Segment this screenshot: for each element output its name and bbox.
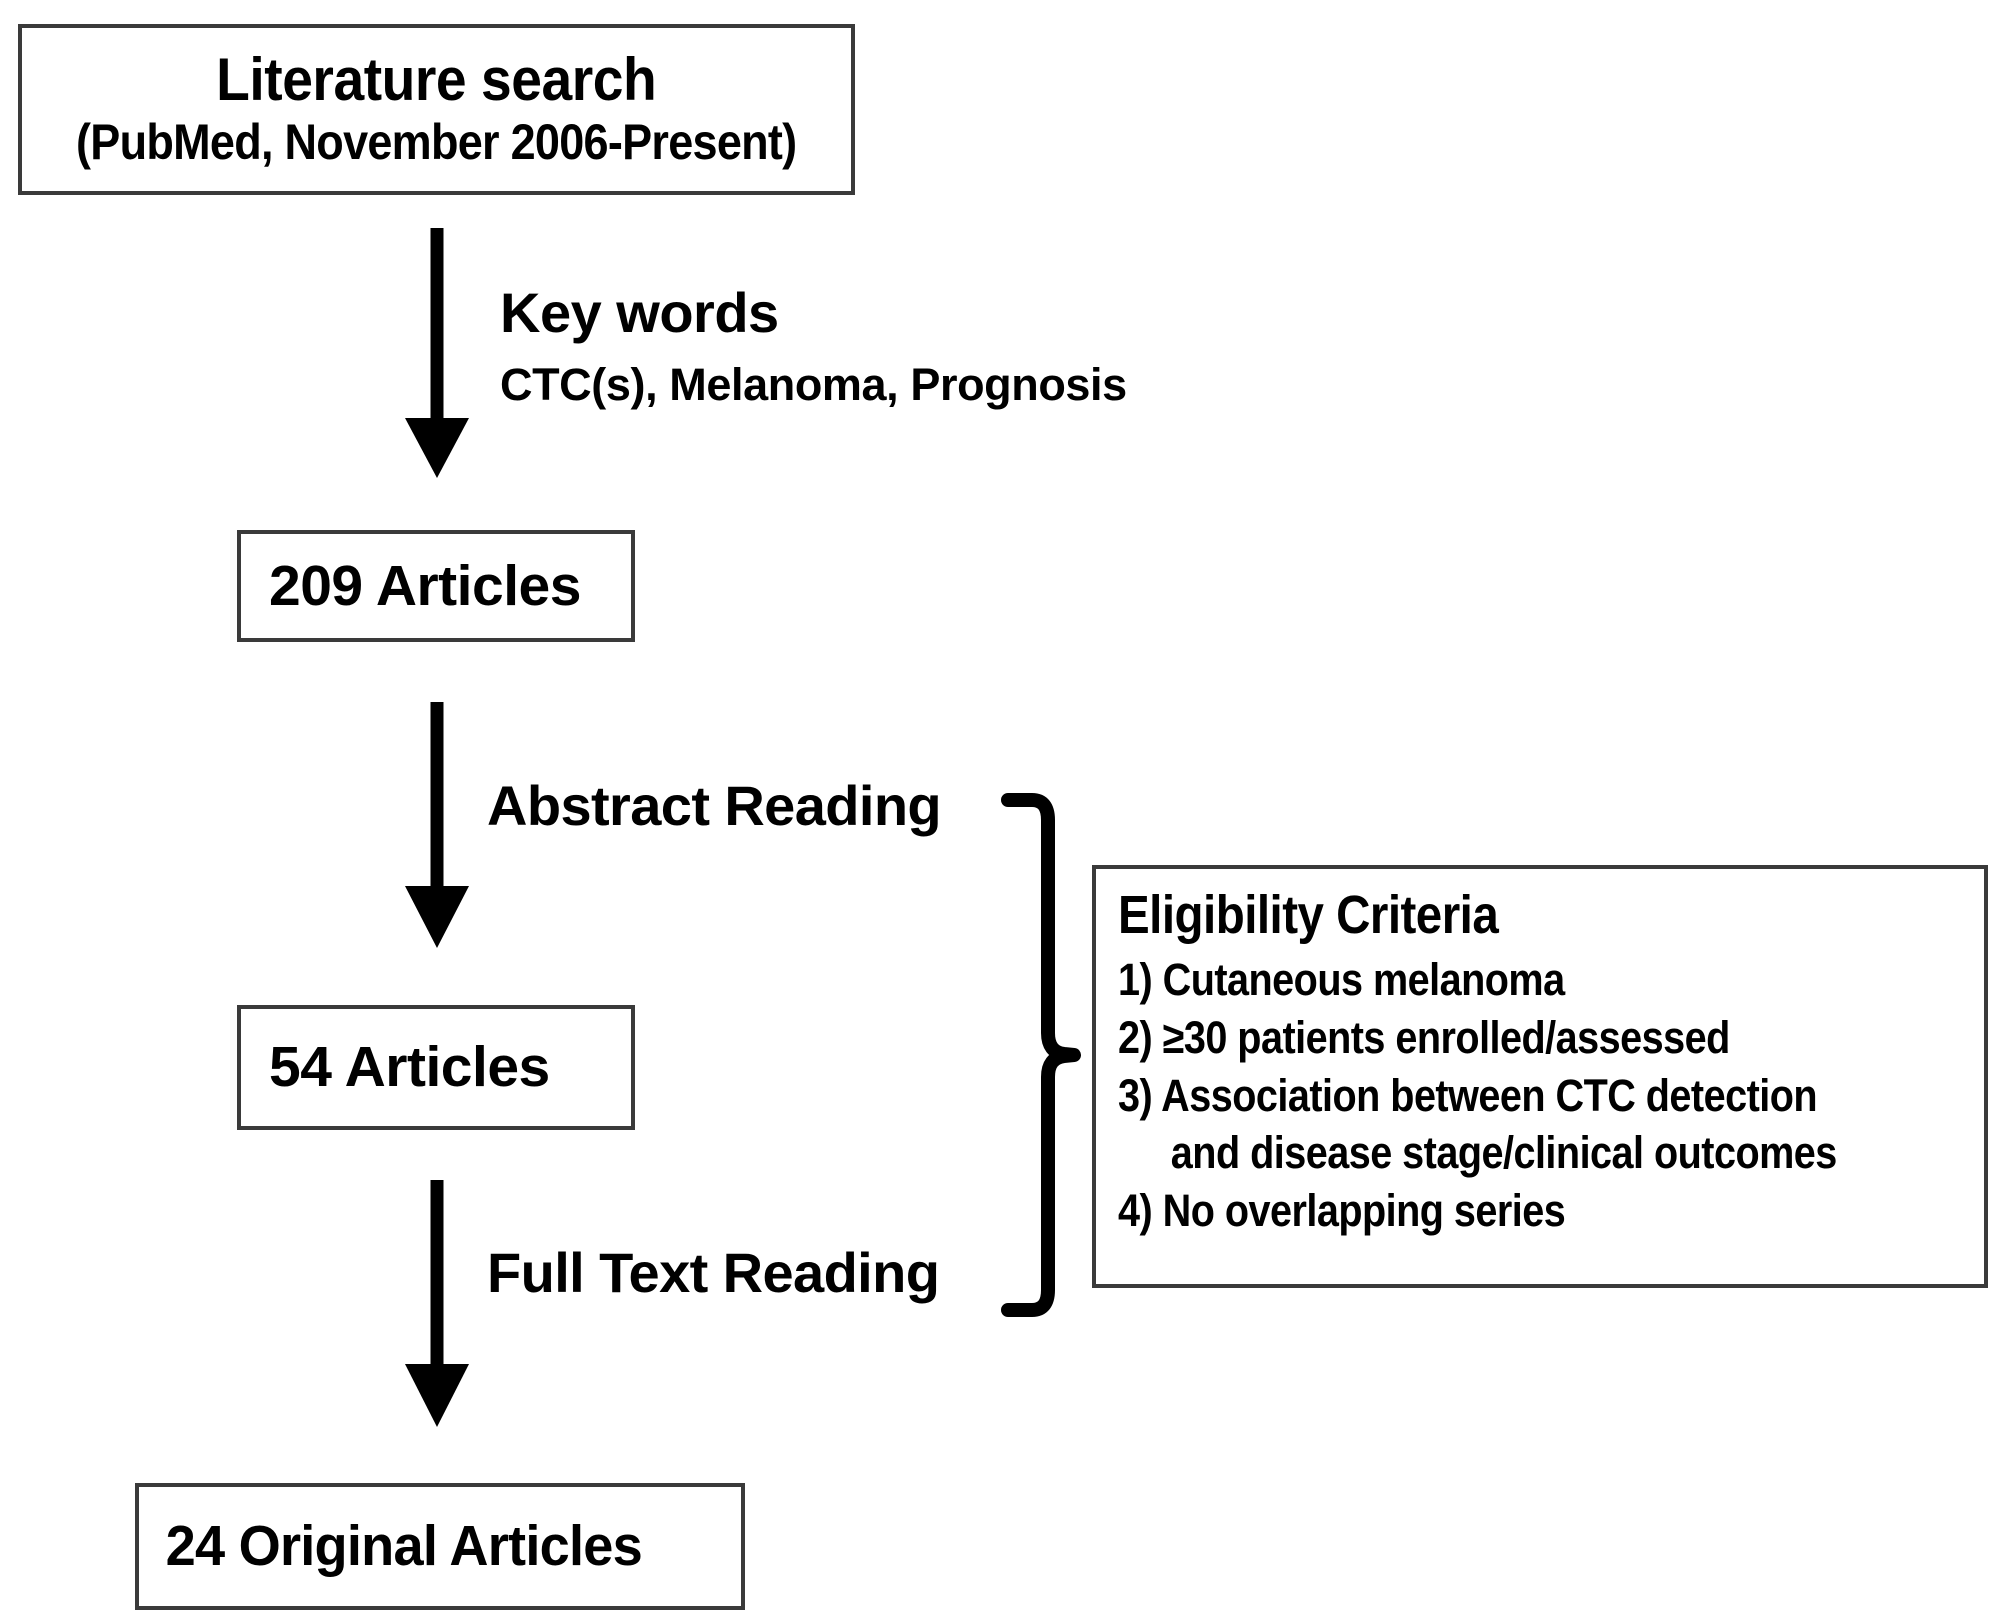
- criteria-item-2: 2) ≥30 patients enrolled/assessed: [1118, 1012, 1730, 1064]
- node-54-articles: 54 Articles: [237, 1005, 635, 1130]
- edge-label-key-words: Key words: [500, 281, 779, 344]
- criteria-item-3-continued: and disease stage/clinical outcomes: [1170, 1127, 1838, 1179]
- node-209-articles: 209 Articles: [237, 530, 635, 642]
- eligibility-criteria-title: Eligibility Criteria: [1118, 885, 1499, 945]
- node-54-articles-label: 54 Articles: [269, 1035, 550, 1099]
- literature-search-title: Literature search: [216, 45, 657, 113]
- criteria-item-4: 4) No overlapping series: [1118, 1184, 1566, 1236]
- literature-search-source: (PubMed, November 2006-Present): [76, 114, 797, 171]
- node-24-original-articles-label: 24 Original Articles: [165, 1514, 643, 1578]
- edge-label-full-text-reading: Full Text Reading: [487, 1241, 940, 1304]
- node-209-articles-label: 209 Articles: [269, 553, 581, 618]
- edge-label-key-words-detail: CTC(s), Melanoma, Prognosis: [500, 359, 1127, 410]
- criteria-item-3: 3) Association between CTC detection: [1118, 1069, 1818, 1121]
- node-24-original-articles: 24 Original Articles: [135, 1483, 745, 1610]
- node-eligibility-criteria: Eligibility Criteria 1) Cutaneous melano…: [1092, 865, 1988, 1288]
- criteria-item-1: 1) Cutaneous melanoma: [1118, 954, 1565, 1006]
- edge-label-abstract-reading: Abstract Reading: [487, 774, 942, 837]
- curly-brace-connector: [1001, 793, 1081, 1317]
- node-literature-search: Literature search (PubMed, November 2006…: [18, 24, 855, 195]
